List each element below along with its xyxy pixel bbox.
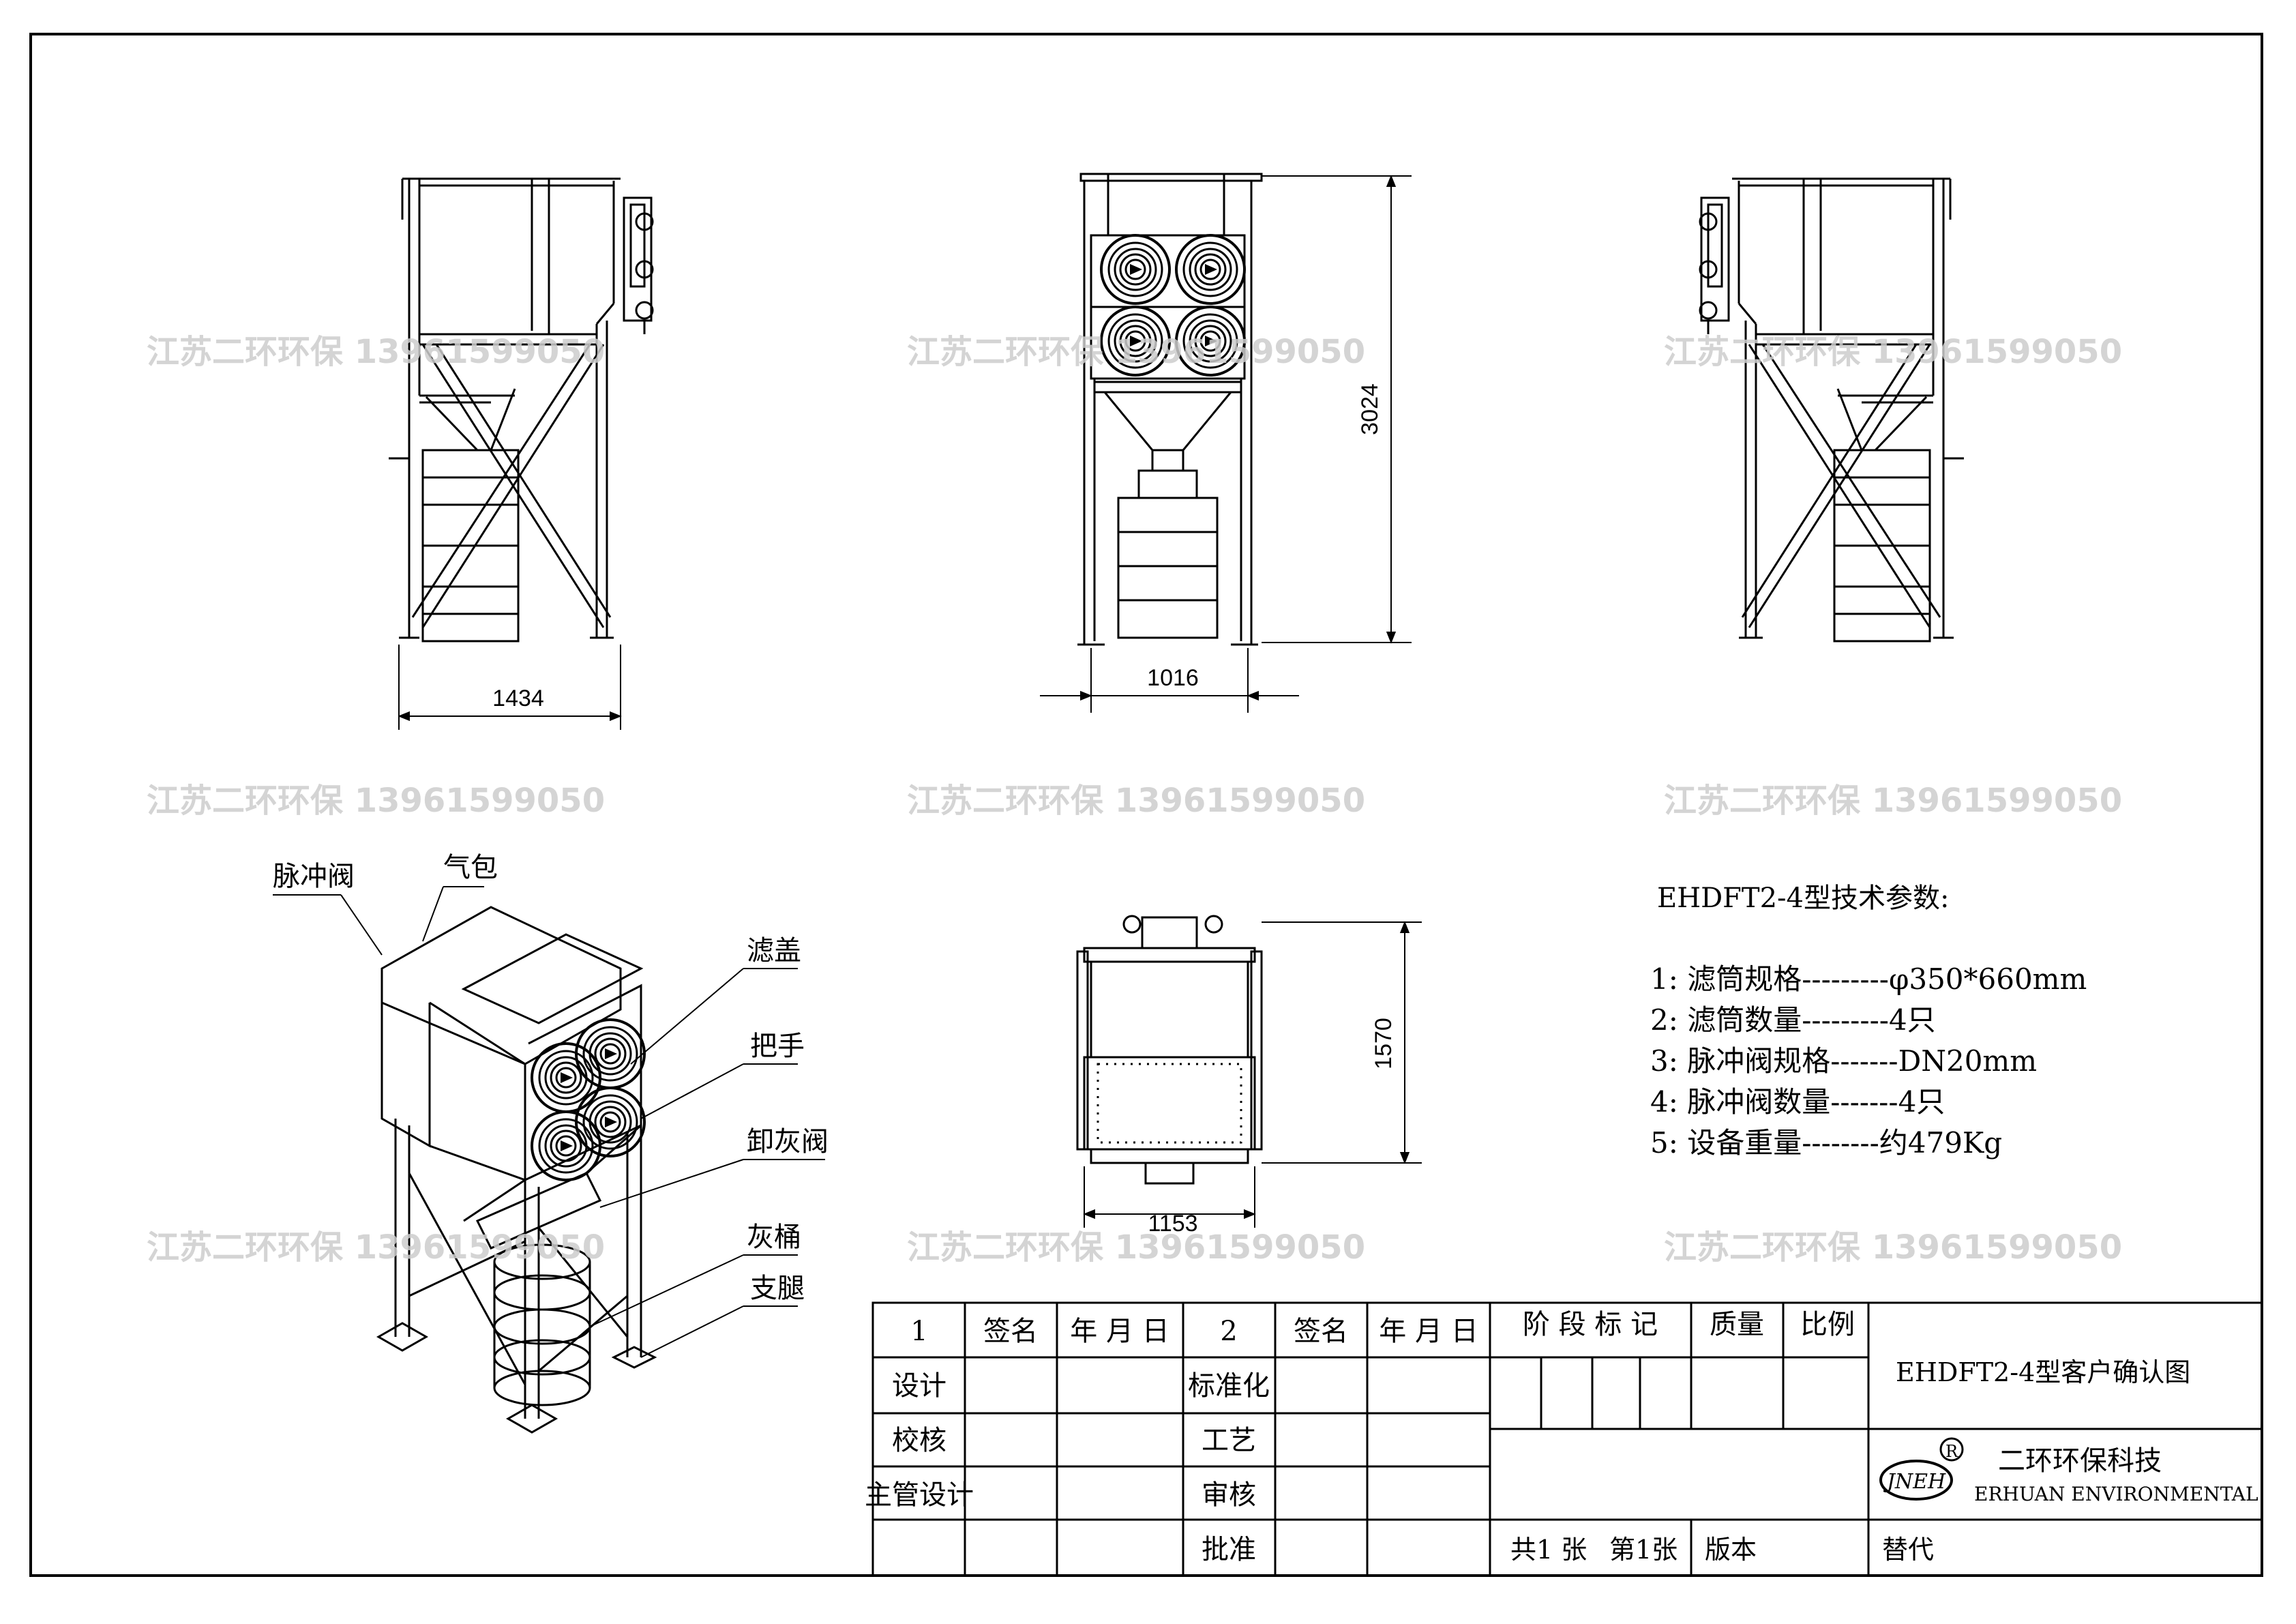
svg-text:江苏二环环保 13961599050: 江苏二环环保 13961599050: [907, 782, 1365, 820]
svg-text:R: R: [1945, 1442, 1958, 1461]
tb-mass: 质量: [1710, 1309, 1764, 1340]
dim-plan-lines: [1083, 921, 1422, 1228]
tb-replace: 替代: [1882, 1535, 1934, 1565]
dim-plan-width: 1153: [1148, 1211, 1197, 1237]
tb-company-cn: 二环环保科技: [1998, 1445, 2162, 1477]
tb-date-1: 年 月 日: [1070, 1316, 1169, 1347]
label-discharge-valve: 卸灰阀: [747, 1126, 829, 1157]
svg-text:江苏二环环保 13961599050: 江苏二环环保 13961599050: [1664, 333, 2122, 371]
tb-sign-2: 签名: [1294, 1316, 1348, 1347]
isometric-view: [376, 906, 657, 1434]
svg-text:JNEH: JNEH: [1883, 1470, 1946, 1494]
side-view-left: [389, 177, 654, 643]
tb-drawing-title: EHDFT2-4型客户确认图: [1896, 1357, 2190, 1387]
company-logo: JNEH R: [1879, 1437, 1964, 1501]
tb-review: 审核: [1202, 1479, 1256, 1511]
dim-height: 3024: [1357, 383, 1383, 435]
tb-col-1: 1: [910, 1316, 927, 1347]
spec-item-3: 3: 脉冲阀规格-------DN20mm: [1650, 1044, 2037, 1078]
label-handle: 把手: [750, 1031, 805, 1062]
tb-standardize: 标准化: [1188, 1370, 1270, 1402]
label-filter-cover: 滤盖: [747, 935, 801, 966]
side-view-right: [1699, 177, 1964, 643]
plan-view: [1076, 915, 1263, 1185]
svg-text:江苏二环环保 13961599050: 江苏二环环保 13961599050: [1664, 782, 2122, 820]
tb-sheet-no: 第1张: [1609, 1535, 1678, 1565]
tb-col-2: 2: [1220, 1316, 1237, 1347]
svg-text:江苏二环环保 13961599050: 江苏二环环保 13961599050: [147, 1228, 605, 1267]
label-air-bag: 气包: [443, 852, 498, 883]
spec-item-2: 2: 滤筒数量---------4只: [1650, 1003, 1936, 1037]
tb-approve: 批准: [1202, 1534, 1256, 1565]
tb-chief-design: 主管设计: [865, 1479, 974, 1511]
spec-item-1: 1: 滤筒规格---------φ350*660mm: [1650, 962, 2087, 996]
tb-stage-mark: 阶 段 标 记: [1523, 1309, 1658, 1340]
title-block-grid: [871, 1301, 2263, 1577]
tb-sign-1: 签名: [983, 1316, 1038, 1347]
watermarks: 江苏二环环保 13961599050 江苏二环环保 13961599050 江苏…: [147, 333, 2122, 1267]
svg-text:江苏二环环保 13961599050: 江苏二环环保 13961599050: [147, 782, 605, 820]
label-ash-bucket: 灰桶: [747, 1222, 801, 1253]
spec-item-5: 5: 设备重量--------约479Kg: [1650, 1126, 2002, 1160]
dim-plan-depth: 1570: [1371, 1018, 1397, 1069]
label-pulse-valve: 脉冲阀: [273, 861, 355, 892]
dim-side-width: 1434: [492, 685, 544, 711]
dim-front-lines: [1040, 175, 1412, 713]
label-legs: 支腿: [750, 1273, 805, 1304]
tb-check: 校核: [892, 1425, 946, 1456]
callout-leaders: [273, 886, 825, 1358]
tb-total-sheets: 共1 张: [1510, 1535, 1587, 1565]
svg-text:江苏二环环保 13961599050: 江苏二环环保 13961599050: [907, 1228, 1365, 1267]
spec-item-4: 4: 脉冲阀数量-------4只: [1650, 1085, 1945, 1119]
specs-title: EHDFT2-4型技术参数:: [1657, 883, 1949, 914]
svg-text:江苏二环环保 13961599050: 江苏二环环保 13961599050: [907, 333, 1365, 371]
dim-side-width-lines: [398, 645, 622, 730]
tb-design: 设计: [892, 1370, 946, 1402]
svg-text:江苏二环环保 13961599050: 江苏二环环保 13961599050: [147, 333, 605, 371]
tb-company-en: ERHUAN ENVIRONMENTAL: [1974, 1483, 2258, 1505]
svg-text:江苏二环环保 13961599050: 江苏二环环保 13961599050: [1664, 1228, 2122, 1267]
tb-process: 工艺: [1202, 1425, 1256, 1456]
tb-version: 版本: [1705, 1535, 1757, 1565]
tb-scale: 比例: [1800, 1309, 1855, 1340]
dim-front-width: 1016: [1147, 665, 1199, 691]
front-view: [1077, 173, 1263, 646]
tb-date-2: 年 月 日: [1379, 1316, 1478, 1347]
